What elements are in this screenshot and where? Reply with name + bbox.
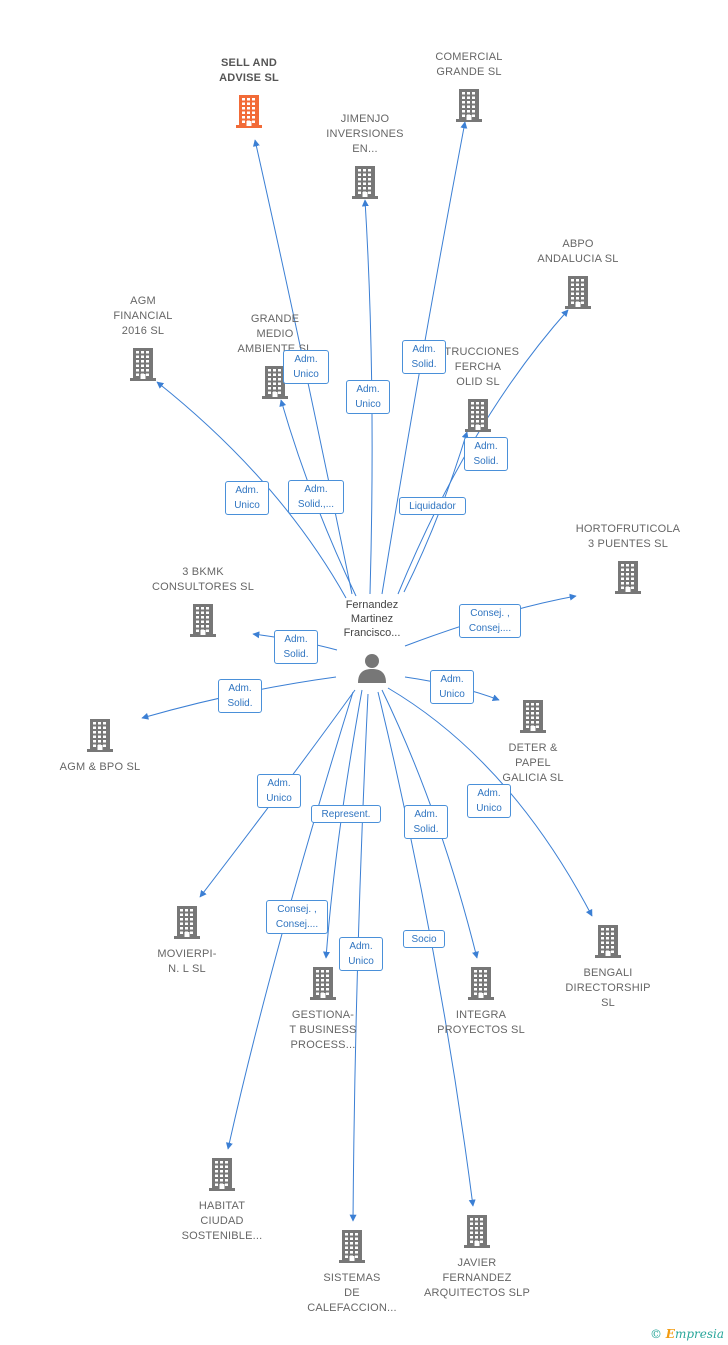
relation-label-agmfin[interactable]: Adm. Unico: [225, 481, 269, 515]
company-node-bengali[interactable]: BENGALI DIRECTORSHIP SL: [538, 924, 678, 1011]
company-label: AGM FINANCIAL 2016 SL: [113, 295, 173, 337]
relation-label-integra[interactable]: Adm. Solid.: [404, 805, 448, 839]
building-icon: [468, 967, 494, 1000]
relation-label-abpo[interactable]: Adm. Solid.: [464, 437, 508, 471]
company-label: HORTOFRUTICOLA 3 PUENTES SL: [575, 523, 681, 550]
relation-label-movierpi[interactable]: Adm. Unico: [257, 774, 301, 808]
company-node-integra[interactable]: INTEGRA PROYECTOS SL: [411, 966, 551, 1038]
company-node-agmfin[interactable]: AGM FINANCIAL 2016 SL: [73, 294, 213, 381]
building-icon: [465, 399, 491, 432]
company-node-sistemas[interactable]: SISTEMAS DE CALEFACCION...: [282, 1229, 422, 1316]
relation-label-grande[interactable]: Adm. Solid.,...: [288, 480, 344, 514]
company-node-movierpi[interactable]: MOVIERPI- N. L SL: [117, 905, 257, 977]
building-icon: [87, 719, 113, 752]
company-label: MOVIERPI- N. L SL: [157, 948, 217, 975]
company-node-comercial[interactable]: COMERCIAL GRANDE SL: [399, 50, 539, 122]
relation-label-bkmk[interactable]: Adm. Solid.: [274, 630, 318, 664]
relation-label-bengali[interactable]: Adm. Unico: [467, 784, 511, 818]
relation-label-gestiona[interactable]: Represent.: [311, 805, 381, 823]
person-node[interactable]: Fernandez Martinez Francisco...: [317, 598, 427, 684]
building-icon: [174, 906, 200, 939]
edge-construcciones: [403, 431, 469, 593]
edge-habitat: [225, 691, 354, 1150]
company-label: 3 BKMK CONSULTORES SL: [151, 566, 255, 593]
building-icon: [456, 89, 482, 122]
building-icon: [339, 1230, 365, 1263]
building-icon: [615, 561, 641, 594]
relation-label-comercial[interactable]: Adm. Solid.: [402, 340, 446, 374]
company-label: ABPO ANDALUCIA SL: [537, 238, 619, 265]
company-node-habitat[interactable]: HABITAT CIUDAD SOSTENIBLE...: [152, 1157, 292, 1244]
person-name: Fernandez Martinez Francisco...: [343, 599, 401, 639]
relation-label-sistemas[interactable]: Adm. Unico: [339, 937, 383, 971]
company-label: INTEGRA PROYECTOS SL: [437, 1009, 525, 1036]
building-icon: [310, 967, 336, 1000]
edge-bengali: [387, 687, 593, 917]
brand-logo: © Empresia: [649, 1327, 724, 1341]
company-node-grande[interactable]: GRANDE MEDIO AMBIENTE SL: [205, 312, 345, 399]
company-node-abpo[interactable]: ABPO ANDALUCIA SL: [508, 237, 648, 309]
company-label: JAVIER FERNANDEZ ARQUITECTOS SLP: [423, 1257, 531, 1299]
relation-label-agmbpo[interactable]: Adm. Solid.: [218, 679, 262, 713]
company-label: HABITAT CIUDAD SOSTENIBLE...: [181, 1200, 263, 1242]
relation-label-deter[interactable]: Adm. Unico: [430, 670, 474, 704]
building-icon: [209, 1158, 235, 1191]
building-icon: [520, 700, 546, 733]
building-icon: [130, 348, 156, 381]
company-label: SELL AND ADVISE SL: [219, 57, 279, 84]
relation-label-sell[interactable]: Adm. Unico: [283, 350, 329, 384]
company-label: JIMENJO INVERSIONES EN...: [326, 113, 404, 155]
relation-label-javier[interactable]: Socio: [403, 930, 445, 948]
company-node-deter[interactable]: DETER & PAPEL GALICIA SL: [463, 699, 603, 786]
company-node-horto[interactable]: HORTOFRUTICOLA 3 PUENTES SL: [558, 522, 698, 594]
edge-abpo: [397, 309, 569, 595]
company-node-agmbpo[interactable]: AGM & BPO SL: [30, 718, 170, 775]
company-node-javier[interactable]: JAVIER FERNANDEZ ARQUITECTOS SLP: [407, 1214, 547, 1301]
company-label: COMERCIAL GRANDE SL: [435, 51, 503, 78]
relation-label-habitat[interactable]: Consej. , Consej....: [266, 900, 328, 934]
building-icon: [352, 166, 378, 199]
edge-javier: [377, 691, 476, 1207]
company-label: SISTEMAS DE CALEFACCION...: [307, 1272, 397, 1314]
company-node-construcciones[interactable]: STRUCCIONES FERCHA OLID SL: [408, 345, 548, 432]
company-node-bkmk[interactable]: 3 BKMK CONSULTORES SL: [133, 565, 273, 637]
relation-label-construcciones[interactable]: Liquidador: [399, 497, 466, 515]
relation-label-horto[interactable]: Consej. , Consej....: [459, 604, 521, 638]
building-icon: [190, 604, 216, 637]
company-label: AGM & BPO SL: [59, 761, 141, 773]
building-icon: [464, 1215, 490, 1248]
company-label: BENGALI DIRECTORSHIP SL: [565, 967, 651, 1009]
building-icon: [595, 925, 621, 958]
building-icon: [565, 276, 591, 309]
company-node-sell[interactable]: SELL AND ADVISE SL: [179, 56, 319, 128]
brand-text: mpresia: [674, 1327, 724, 1341]
building-icon: [262, 366, 288, 399]
company-node-jimenjo[interactable]: JIMENJO INVERSIONES EN...: [295, 112, 435, 199]
building-icon: [236, 95, 262, 128]
company-label: GRANDE MEDIO AMBIENTE SL: [237, 313, 313, 355]
relation-label-jimenjo[interactable]: Adm. Unico: [346, 380, 390, 414]
edge-gestiona: [322, 689, 363, 959]
company-label: DETER & PAPEL GALICIA SL: [502, 742, 564, 784]
company-label: GESTIONA- T BUSINESS PROCESS...: [289, 1009, 357, 1051]
person-icon: [358, 654, 386, 683]
company-label: STRUCCIONES FERCHA OLID SL: [436, 346, 520, 388]
company-node-gestiona[interactable]: GESTIONA- T BUSINESS PROCESS...: [253, 966, 393, 1053]
